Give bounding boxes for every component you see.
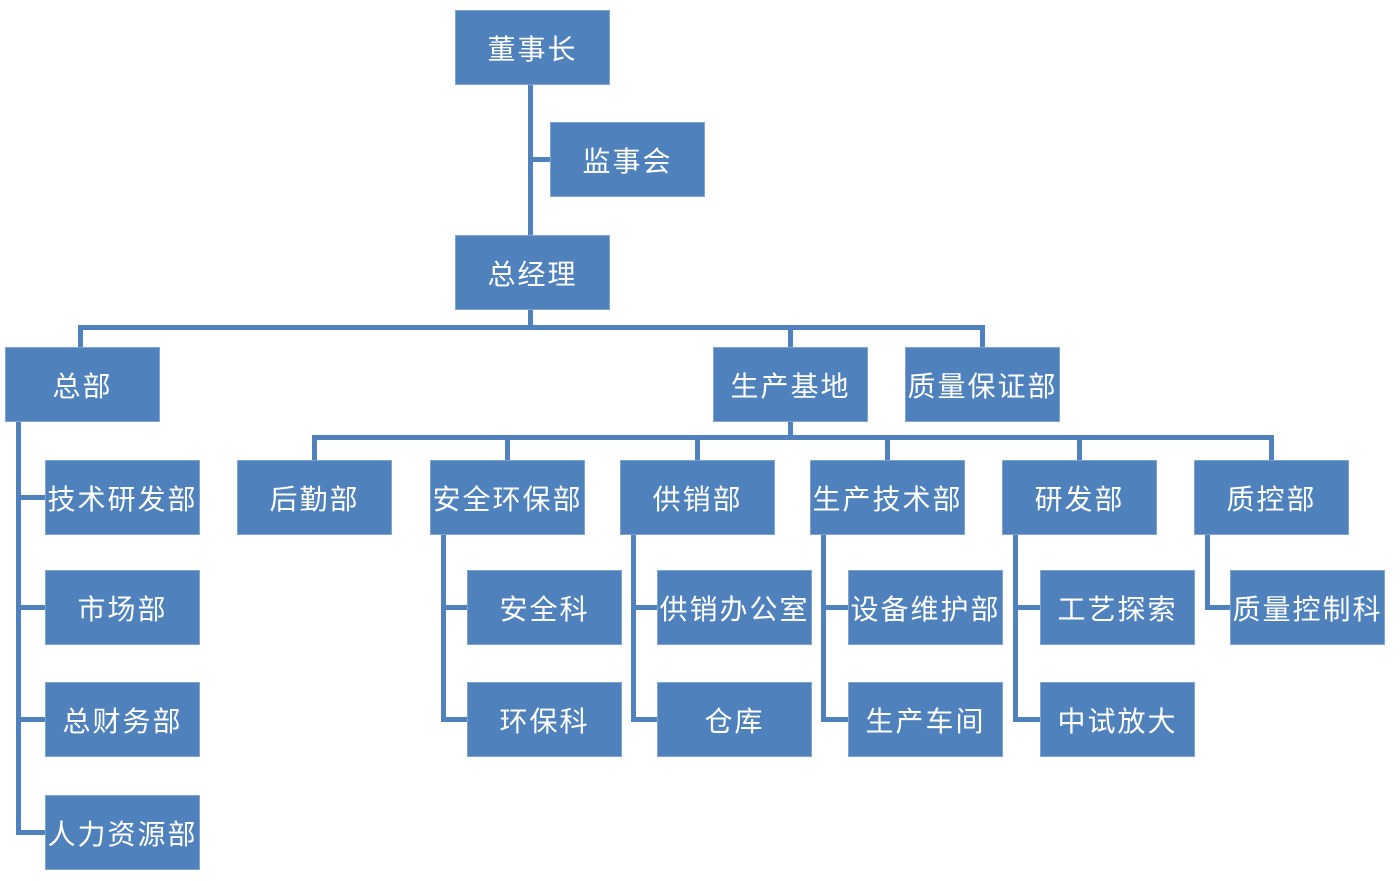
connector-rd-dept-vertical bbox=[1013, 535, 1018, 722]
connector-stub-human-resources bbox=[16, 830, 45, 835]
connector-stub-process bbox=[1013, 605, 1040, 610]
connector-drop-production-tech bbox=[885, 435, 890, 460]
connector-production-base-drop bbox=[788, 325, 793, 347]
connector-gm-down bbox=[528, 310, 533, 330]
connector-headquarters-drop bbox=[78, 325, 83, 347]
connector-stub-finance bbox=[16, 717, 45, 722]
org-node-marketing[interactable]: 市场部 bbox=[45, 570, 200, 645]
org-node-rd-dept[interactable]: 研发部 bbox=[1002, 460, 1157, 535]
org-node-production-tech[interactable]: 生产技术部 bbox=[810, 460, 965, 535]
org-node-pilot-scaleup[interactable]: 中试放大 bbox=[1040, 682, 1195, 757]
connector-stub-warehouse bbox=[631, 717, 657, 722]
connector-drop-quality-control bbox=[1269, 435, 1274, 460]
connector-level4-horizontal bbox=[312, 435, 1274, 440]
connector-quality-control-vertical bbox=[1205, 535, 1210, 609]
org-node-env-section[interactable]: 环保科 bbox=[467, 682, 622, 757]
org-node-supply-office[interactable]: 供销办公室 bbox=[657, 570, 812, 645]
connector-quality-assurance-drop bbox=[980, 325, 985, 347]
org-node-human-resources[interactable]: 人力资源部 bbox=[45, 795, 200, 870]
org-node-production-base[interactable]: 生产基地 bbox=[713, 347, 868, 422]
connector-supervisory-stub bbox=[528, 157, 554, 162]
connector-stub-qc-section bbox=[1205, 605, 1230, 610]
connector-stub-workshop bbox=[821, 717, 848, 722]
connector-production-base-down bbox=[788, 422, 793, 440]
org-node-warehouse[interactable]: 仓库 bbox=[657, 682, 812, 757]
connector-stub-tech-rd bbox=[16, 495, 45, 500]
connector-stub-pilot bbox=[1013, 717, 1040, 722]
org-node-supply-sales[interactable]: 供销部 bbox=[620, 460, 775, 535]
connector-supply-sales-vertical bbox=[631, 535, 636, 722]
org-node-finance[interactable]: 总财务部 bbox=[45, 682, 200, 757]
org-node-tech-rd[interactable]: 技术研发部 bbox=[45, 460, 200, 535]
org-node-supervisory-board[interactable]: 监事会 bbox=[550, 122, 705, 197]
connector-drop-logistics bbox=[312, 435, 317, 460]
connector-headquarters-vertical bbox=[16, 422, 21, 835]
org-node-chairman[interactable]: 董事长 bbox=[455, 10, 610, 85]
org-node-equipment-maintenance[interactable]: 设备维护部 bbox=[848, 570, 1003, 645]
connector-drop-safety-env bbox=[505, 435, 510, 460]
connector-drop-rd-dept bbox=[1077, 435, 1082, 460]
org-node-qc-section[interactable]: 质量控制科 bbox=[1230, 570, 1385, 645]
connector-drop-supply-sales bbox=[695, 435, 700, 460]
org-node-safety-env[interactable]: 安全环保部 bbox=[430, 460, 585, 535]
connector-safety-env-vertical bbox=[441, 535, 446, 722]
org-node-logistics[interactable]: 后勤部 bbox=[237, 460, 392, 535]
connector-stub-supply-office bbox=[631, 605, 657, 610]
org-node-safety-section[interactable]: 安全科 bbox=[467, 570, 622, 645]
connector-production-tech-vertical bbox=[821, 535, 826, 722]
connector-stub-safety-section bbox=[441, 605, 467, 610]
connector-stub-equipment bbox=[821, 605, 848, 610]
org-node-production-workshop[interactable]: 生产车间 bbox=[848, 682, 1003, 757]
org-node-process-exploration[interactable]: 工艺探索 bbox=[1040, 570, 1195, 645]
org-node-quality-assurance[interactable]: 质量保证部 bbox=[905, 347, 1060, 422]
org-node-general-manager[interactable]: 总经理 bbox=[455, 235, 610, 310]
connector-stub-marketing bbox=[16, 605, 45, 610]
org-node-quality-control[interactable]: 质控部 bbox=[1194, 460, 1349, 535]
org-node-headquarters[interactable]: 总部 bbox=[5, 347, 160, 422]
connector-stub-env-section bbox=[441, 717, 467, 722]
connector-level3-horizontal bbox=[78, 325, 985, 330]
